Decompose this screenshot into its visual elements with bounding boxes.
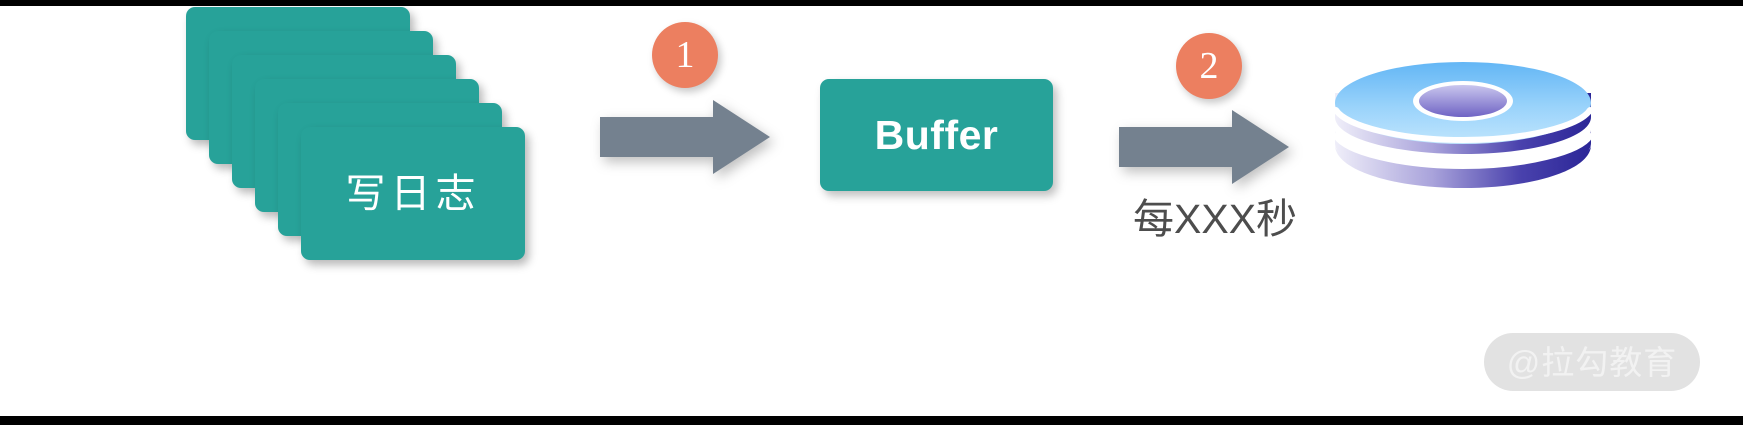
step-badge-1-number: 1 xyxy=(675,34,695,76)
watermark-badge: @拉勾教育 xyxy=(1484,333,1700,391)
letterbox-bar-bottom xyxy=(0,416,1743,425)
arrow-writers-to-buffer xyxy=(600,100,770,174)
step-badge-1: 1 xyxy=(652,22,718,88)
letterbox-bar-top xyxy=(0,0,1743,6)
log-writer-card-stack: 写日志 xyxy=(186,7,525,260)
arrow-buffer-to-database xyxy=(1119,110,1289,184)
step-badge-2: 2 xyxy=(1176,33,1242,99)
step-badge-2-number: 2 xyxy=(1199,45,1219,87)
log-card-front: 写日志 xyxy=(301,127,525,260)
database-disk-stack-icon xyxy=(1332,60,1594,190)
buffer-label: Buffer xyxy=(874,111,999,158)
watermark-text: @拉勾教育 xyxy=(1506,343,1678,381)
log-card-label: 写日志 xyxy=(345,171,481,216)
buffer-box: Buffer xyxy=(820,79,1053,191)
flush-interval-caption: 每XXX秒 xyxy=(1133,196,1298,242)
